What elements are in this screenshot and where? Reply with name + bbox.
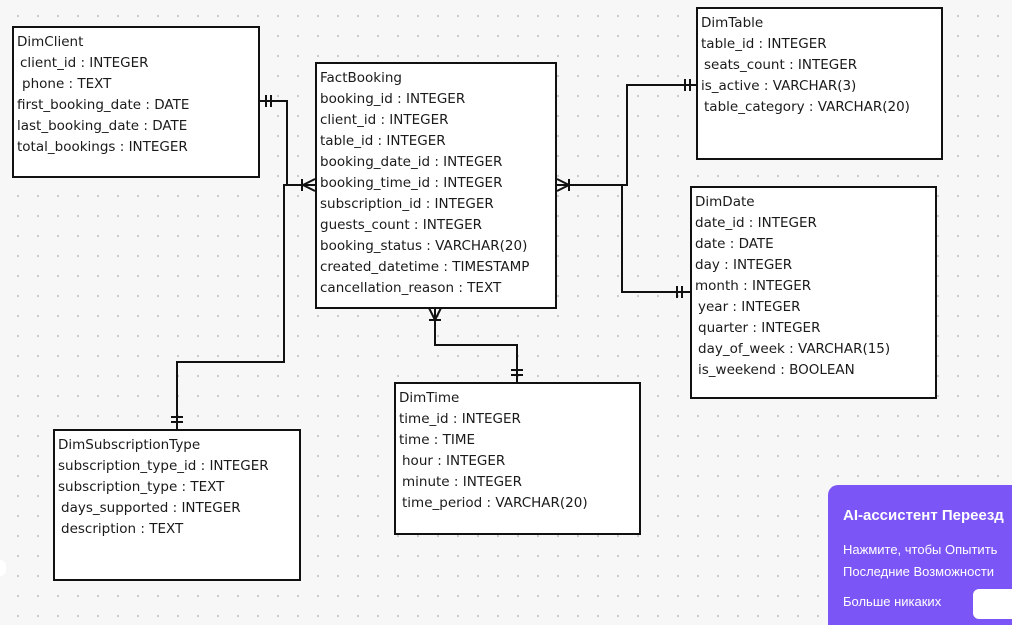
field: date : DATE xyxy=(695,236,774,252)
relationship-client-booking[interactable] xyxy=(259,95,316,192)
field: booking_id : INTEGER xyxy=(320,91,466,107)
entity-dimclient[interactable]: DimClient client_id : INTEGER phone : TE… xyxy=(12,26,260,178)
field: time : TIME xyxy=(399,432,476,448)
field: year : INTEGER xyxy=(698,299,801,315)
field: subscription_type : TEXT xyxy=(58,479,225,495)
entity-title: DimDate xyxy=(695,194,755,210)
field: guests_count : INTEGER xyxy=(320,217,482,233)
diagram-canvas: DimClient client_id : INTEGER phone : TE… xyxy=(0,7,1012,625)
relationship-lines xyxy=(171,79,697,430)
field: month : INTEGER xyxy=(695,278,812,294)
entity-title: FactBooking xyxy=(320,70,402,86)
field: subscription_type_id : INTEGER xyxy=(58,458,269,474)
entity-dimtime[interactable]: DimTime time_id : INTEGER time : TIME ho… xyxy=(394,382,641,535)
relationship-date-booking[interactable] xyxy=(557,184,690,298)
field: quarter : INTEGER xyxy=(698,320,821,336)
field: time_id : INTEGER xyxy=(399,411,521,427)
ai-assistant-text: Нажмите, чтобы Опытить xyxy=(843,542,998,557)
field: last_booking_date : DATE xyxy=(17,118,188,134)
field: cancellation_reason : TEXT xyxy=(320,280,502,296)
ai-assistant-button[interactable] xyxy=(973,589,1012,619)
field: date_id : INTEGER xyxy=(695,215,817,231)
field: is_weekend : BOOLEAN xyxy=(698,362,855,378)
field: minute : INTEGER xyxy=(402,474,522,490)
field: client_id : INTEGER xyxy=(20,55,149,71)
scroll-handle[interactable] xyxy=(0,560,6,576)
entity-dimtable[interactable]: DimTable table_id : INTEGER seats_count … xyxy=(696,7,943,160)
field: time_period : VARCHAR(20) xyxy=(402,495,588,511)
field: table_id : INTEGER xyxy=(320,133,446,149)
ai-assistant-title: AI-ассистент Переезд xyxy=(843,507,1004,524)
entity-title: DimTime xyxy=(399,390,460,406)
ai-assistant-popup[interactable]: AI-ассистент Переезд Нажмите, чтобы Опыт… xyxy=(828,485,1012,625)
field: created_datetime : TIMESTAMP xyxy=(320,259,530,275)
entity-title: DimSubscriptionType xyxy=(58,437,201,453)
field: days_supported : INTEGER xyxy=(61,500,241,516)
field: seats_count : INTEGER xyxy=(704,57,858,73)
relationship-time-booking[interactable] xyxy=(428,307,523,383)
field: table_id : INTEGER xyxy=(701,36,827,52)
field: description : TEXT xyxy=(61,521,184,537)
entity-title: DimTable xyxy=(701,15,764,31)
field: table_category : VARCHAR(20) xyxy=(704,99,910,115)
field: day : INTEGER xyxy=(695,257,793,273)
ai-assistant-text: Последние Возможности xyxy=(843,564,995,579)
field: is_active : VARCHAR(3) xyxy=(701,78,857,94)
field: phone : TEXT xyxy=(22,76,112,92)
field: booking_status : VARCHAR(20) xyxy=(320,238,528,254)
field: booking_date_id : INTEGER xyxy=(320,154,503,170)
entity-factbooking[interactable]: FactBooking booking_id : INTEGER client_… xyxy=(315,62,557,309)
field: first_booking_date : DATE xyxy=(17,97,190,113)
entity-dimsubscriptiontype[interactable]: DimSubscriptionType subscription_type_id… xyxy=(53,429,301,581)
field: day_of_week : VARCHAR(15) xyxy=(698,341,891,357)
field: subscription_id : INTEGER xyxy=(320,196,494,212)
field: booking_time_id : INTEGER xyxy=(320,175,503,191)
relationship-table-booking[interactable] xyxy=(556,79,697,192)
ai-assistant-text: Больше никаких xyxy=(843,594,942,609)
field: total_bookings : INTEGER xyxy=(17,139,188,155)
entity-title: DimClient xyxy=(17,34,84,50)
relationship-subscription-booking[interactable] xyxy=(171,184,315,430)
field: hour : INTEGER xyxy=(402,453,506,469)
field: client_id : INTEGER xyxy=(320,112,449,128)
entity-dimdate[interactable]: DimDate date_id : INTEGER date : DATE da… xyxy=(690,186,937,399)
